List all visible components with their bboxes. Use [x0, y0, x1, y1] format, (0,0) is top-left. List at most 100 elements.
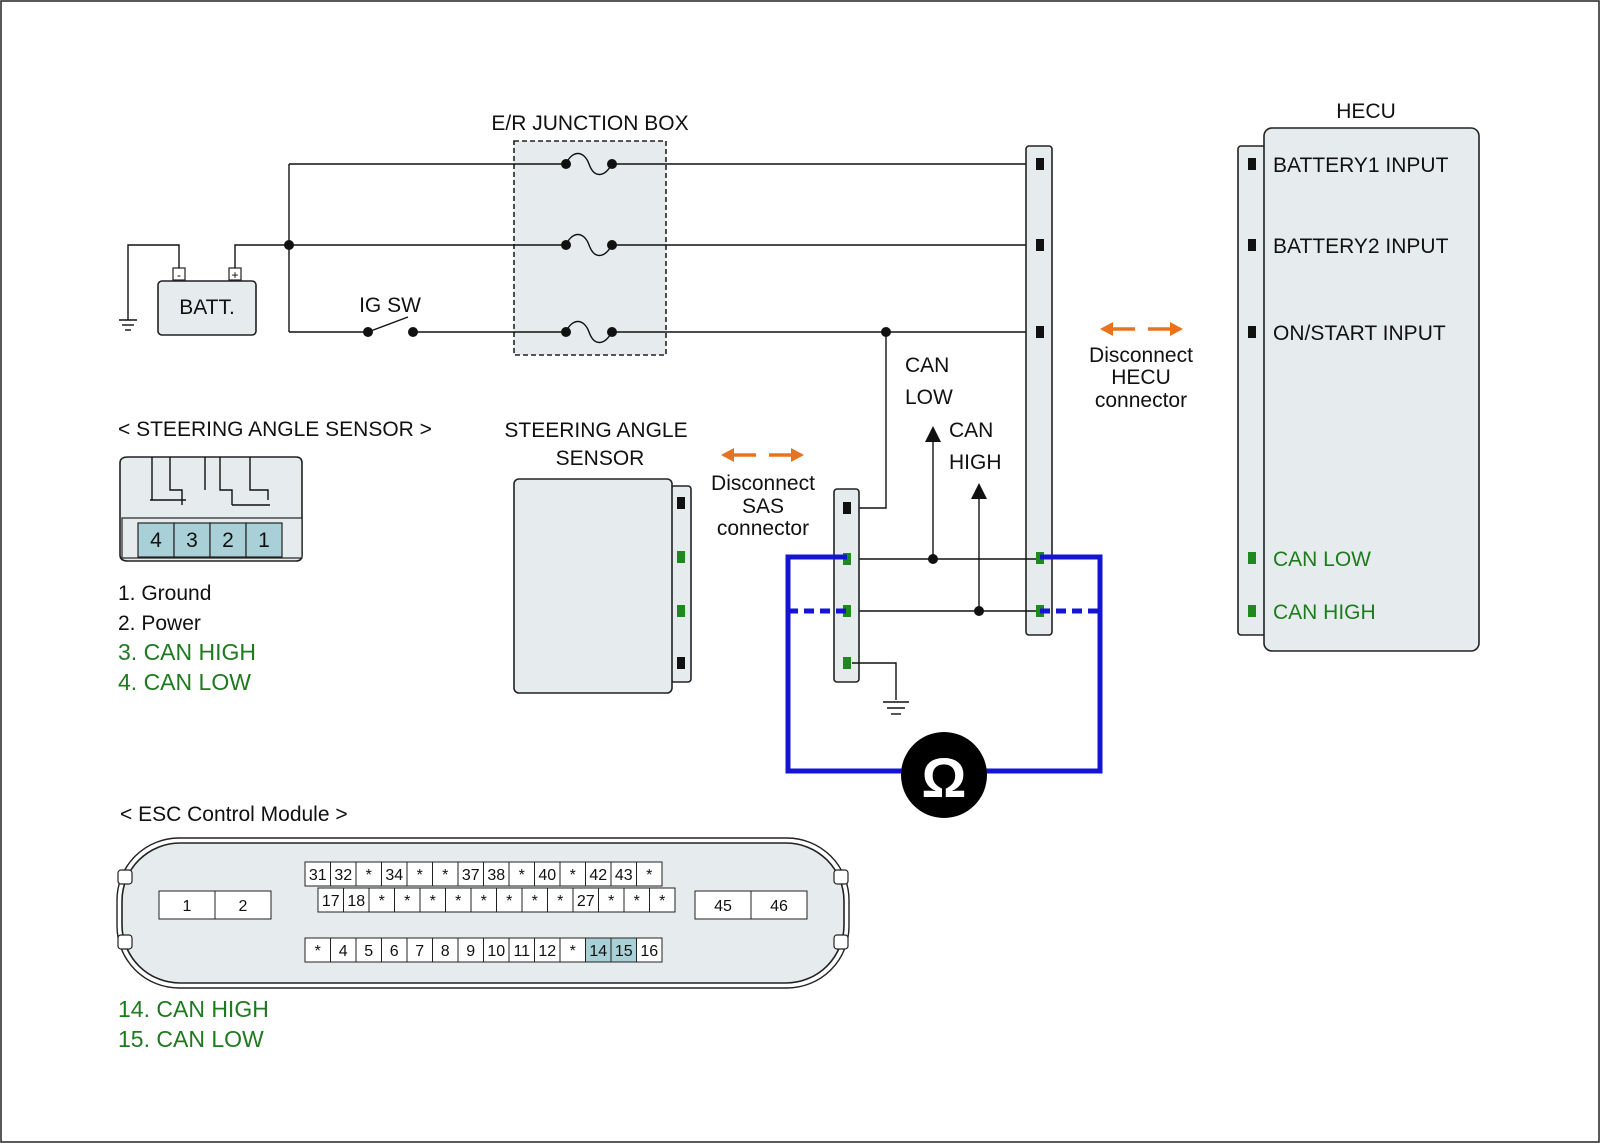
esc-pin-label: 37: [462, 867, 480, 884]
esc-pin-cell: [406, 861, 433, 887]
battery: BATT. - +: [119, 244, 289, 336]
esc-pin-cell: [214, 890, 272, 920]
esc-pin-label: *: [366, 867, 372, 884]
esc-pin-cell: [610, 861, 637, 887]
steering-angle-sensor-module: STEERING ANGLE SENSOR: [504, 419, 692, 694]
esc-pin-label: 5: [364, 943, 373, 960]
sas-legend-item: 3. CAN HIGH: [118, 639, 256, 665]
ig-switch-icon: [363, 316, 418, 337]
esc-pin-cell: [559, 861, 586, 887]
sas-pin-label: 2: [222, 529, 234, 552]
esc-pin-label: 16: [640, 943, 658, 960]
esc-pin-label: *: [506, 893, 512, 910]
hecu-harness-connector: [1025, 145, 1053, 636]
disconnect-hecu-label-line2: HECU: [1111, 366, 1171, 389]
esc-pin-cell: [521, 887, 548, 913]
esc-pin-legend: 14. CAN HIGH 15. CAN LOW: [118, 996, 269, 1052]
esc-pin-label: 45: [714, 898, 732, 915]
esc-pin-cell: [623, 887, 650, 913]
can-low-arrow-icon: [925, 426, 941, 442]
esc-connector-housing: [121, 842, 845, 984]
esc-pin-label: *: [481, 893, 487, 910]
can-low-label-line2: LOW: [905, 386, 953, 409]
esc-pin-label: 27: [577, 893, 595, 910]
can-high-arrow-icon: [971, 483, 987, 499]
esc-pin-cell: [368, 887, 395, 913]
esc-pin-label: *: [570, 943, 576, 960]
hecu-battery2-input-label: BATTERY2 INPUT: [1273, 235, 1449, 258]
esc-pin-cell: [470, 887, 497, 913]
sas-legend-item: 1. Ground: [118, 582, 211, 605]
can-high-label-line1: CAN: [949, 419, 993, 442]
esc-pin-label: *: [557, 893, 563, 910]
supply-wiring: [284, 163, 1036, 509]
sas-pin-label: 1: [258, 529, 270, 552]
esc-pin-cell: [330, 861, 357, 887]
junction-box-label: E/R JUNCTION BOX: [491, 112, 688, 135]
esc-pin-label: *: [608, 893, 614, 910]
esc-connector-title: < ESC Control Module >: [120, 803, 348, 826]
ohmmeter-lead-left: [785, 554, 903, 774]
disconnect-sas-arrow-icon: [721, 448, 804, 462]
hecu-battery1-input-label: BATTERY1 INPUT: [1273, 154, 1449, 177]
esc-pin-label: 15: [615, 943, 633, 960]
esc-pin-label: 18: [347, 893, 365, 910]
can-low-label-line1: CAN: [905, 354, 949, 377]
sas-pin-legend: 1. Ground 2. Power 3. CAN HIGH 4. CAN LO…: [118, 582, 256, 695]
esc-pin-label: 38: [487, 867, 505, 884]
sas-harness-connector-body: [833, 488, 860, 683]
esc-pin-label: 1: [183, 898, 192, 915]
hecu-can-high-label: CAN HIGH: [1273, 601, 1376, 624]
esc-pin-label: 46: [770, 898, 788, 915]
disconnect-sas-label-line2: SAS: [742, 495, 784, 518]
esc-pin-label: 4: [339, 943, 348, 960]
ig-switch-label: IG SW: [359, 294, 421, 317]
battery-body: [157, 280, 257, 336]
esc-legend-item: 14. CAN HIGH: [118, 996, 269, 1022]
ohmmeter-measurement: Ω: [785, 554, 1103, 818]
esc-pin-label: *: [532, 893, 538, 910]
junction-box: E/R JUNCTION BOX: [491, 112, 689, 356]
esc-pin-label: *: [519, 867, 525, 884]
sas-legend-item: 4. CAN LOW: [118, 669, 251, 695]
esc-pin-cell: [534, 937, 561, 963]
esc-pin-cell: [636, 937, 663, 963]
esc-pin-cell: [750, 890, 808, 920]
disconnect-hecu-label-line3: connector: [1095, 389, 1187, 412]
disconnect-hecu-label-line1: Disconnect: [1089, 344, 1193, 367]
esc-pin-cell: [432, 861, 459, 887]
esc-pin-cell: [445, 887, 472, 913]
sas-module-connector-strip: [670, 485, 692, 683]
esc-pin-cell: [585, 937, 612, 963]
esc-pin-cell: [317, 887, 344, 913]
esc-pin-label: 31: [309, 867, 327, 884]
hecu-body: [1263, 127, 1480, 652]
esc-pin-label: 34: [385, 867, 403, 884]
esc-pin-cell: [457, 861, 484, 887]
battery-label: BATT.: [179, 296, 235, 319]
esc-pin-label: *: [442, 867, 448, 884]
hecu-harness-connector-body: [1025, 145, 1053, 636]
splice-dot: [284, 240, 294, 250]
sas-legend-item: 2. Power: [118, 612, 201, 635]
hecu-on-start-input-label: ON/START INPUT: [1273, 322, 1446, 345]
esc-pin-cell: [394, 887, 421, 913]
esc-pin-cell: [330, 937, 357, 963]
esc-pin-label: *: [659, 893, 665, 910]
can-high-label-line2: HIGH: [949, 451, 1002, 474]
ohmmeter-icon: [901, 732, 987, 818]
sas-ground-icon: [883, 701, 909, 715]
disconnect-sas-label-line1: Disconnect: [711, 472, 815, 495]
esc-pin-cell: [636, 861, 663, 887]
esc-pin-label: *: [315, 943, 321, 960]
battery-ground-icon: [119, 319, 137, 331]
esc-pin-cell: [483, 937, 510, 963]
esc-pin-label: 32: [334, 867, 352, 884]
esc-pin-cell: [406, 937, 433, 963]
esc-pin-cell: [355, 861, 382, 887]
ohmmeter-lead-right: [985, 554, 1103, 774]
esc-pin-cell: [304, 937, 331, 963]
sas-module-body: [513, 478, 673, 694]
hecu-title: HECU: [1336, 100, 1396, 123]
